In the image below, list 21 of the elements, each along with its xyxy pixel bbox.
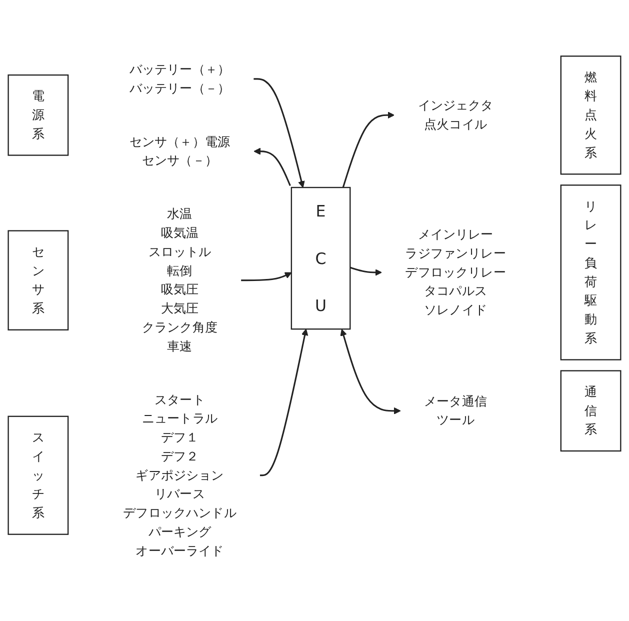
arrow [241, 272, 292, 282]
node-text: バッテリー（＋） バッテリー（－） [129, 62, 230, 96]
node-box: 燃料点火系 [560, 56, 622, 176]
arrow [254, 78, 305, 188]
arrow [260, 329, 308, 476]
node-box: リレー負荷駆動系 [560, 184, 622, 361]
node-box: E C U [290, 187, 351, 330]
node-text: メータ通信 ツール [424, 394, 487, 428]
node-box: 電源系 [8, 74, 69, 156]
node-text: センサ（＋）電源 センサ（－） [129, 134, 230, 168]
node-box: スイッチ系 [8, 416, 69, 536]
node-text: メインリレー ラジファンリレー デフロックリレー タコパルス ソレノイド [405, 227, 506, 318]
arrow [342, 112, 394, 188]
arrow [254, 148, 291, 186]
arrow [340, 329, 401, 415]
node-text: インジェクタ 点火コイル [418, 98, 494, 132]
node-text: 水温 吸気温 スロットル 転倒 吸気圧 大気圧 クランク角度 車速 [142, 206, 218, 354]
node-box: 通信系 [560, 370, 622, 452]
node-text: スタート ニュートラル デフ１ デフ２ ギアポジション リバース デフロックハンドル パーキング オーバーライド [123, 392, 236, 558]
arrow [350, 267, 382, 276]
node-box: センサ系 [8, 230, 69, 331]
